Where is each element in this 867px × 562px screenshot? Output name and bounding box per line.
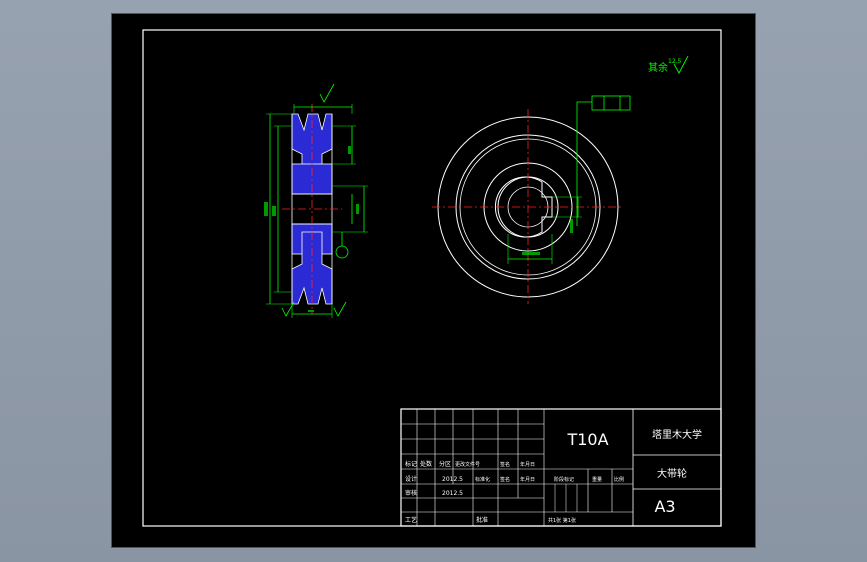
sheet-size: A3 (654, 497, 675, 516)
tb-date-design: 2012.5 (442, 476, 463, 483)
tb-sign2: 签名 (500, 476, 510, 483)
tb-design: 设计 (405, 475, 417, 483)
tb-stage: 阶段标记 (554, 476, 574, 483)
cad-drawing: 其余 12.5 标记 处数 分区 (142, 29, 722, 527)
keyway-bore (494, 176, 553, 238)
material-label: T10A (566, 430, 608, 449)
tb-weight: 重量 (592, 476, 602, 483)
tb-scale: 比例 (614, 476, 624, 483)
tb-zone: 分区 (439, 460, 451, 468)
tb-date2: 年月日 (520, 476, 535, 483)
tb-standard: 标准化 (475, 476, 490, 483)
tb-process: 工艺 (405, 516, 417, 524)
section-view (264, 83, 368, 318)
drawing-frame (142, 29, 722, 527)
drawing-sheet: 其余 12.5 标记 处数 分区 (111, 13, 756, 548)
tb-footer-note: 共1张 第1张 (548, 517, 576, 524)
title-block: 标记 处数 分区 更改文件号 签名 年月日 设计 2012.5 标准化 签名 年… (400, 408, 722, 527)
tb-doc: 更改文件号 (455, 461, 480, 468)
tb-date: 年月日 (520, 461, 535, 468)
tb-sign: 签名 (500, 461, 510, 468)
tb-check: 审核 (405, 489, 417, 497)
tb-count: 处数 (420, 460, 432, 468)
part-name: 大带轮 (657, 467, 687, 480)
datum-symbol (335, 245, 349, 259)
roughness-note: 其余 12.5 (648, 55, 689, 74)
roughness-note-label: 其余 (648, 61, 668, 74)
tb-mark: 标记 (405, 460, 417, 468)
tb-date-check: 2012.5 (442, 490, 463, 497)
roughness-value: 12.5 (668, 58, 682, 65)
tb-approve: 批准 (476, 516, 488, 524)
school-name: 塔里木大学 (652, 428, 702, 441)
tolerance-frame (591, 95, 631, 111)
front-view (432, 95, 631, 304)
